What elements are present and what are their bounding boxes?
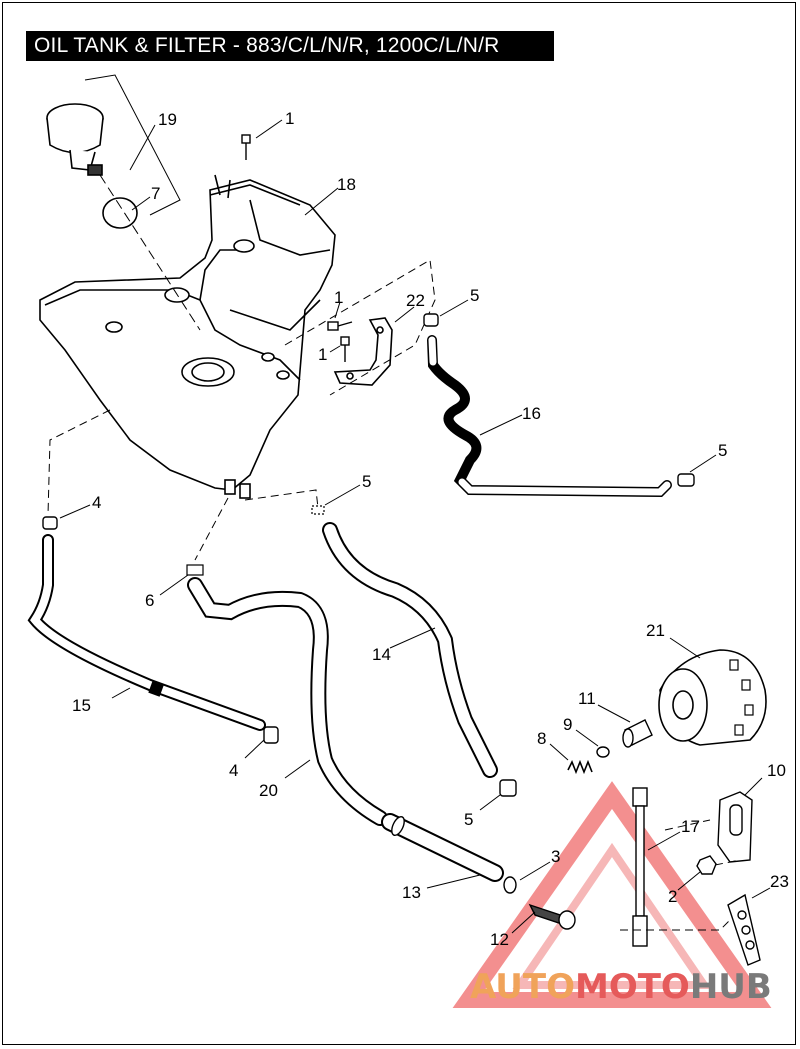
callout-14: 14 [372,645,391,664]
hose-fitting [186,505,325,576]
o-ring [102,197,138,229]
callout-23: 23 [770,872,789,891]
oil-hose-14 [322,522,498,778]
callout-8: 8 [537,729,546,748]
oil-hose-20 [187,577,388,826]
callout-22: 22 [406,291,425,310]
callout-4: 4 [229,761,238,780]
callout-18: 18 [337,175,356,194]
callout-19: 19 [158,110,177,129]
callout-16: 16 [522,404,541,423]
oil-tank [39,174,336,499]
callout-15: 15 [72,696,91,715]
callout-3: 3 [551,847,560,866]
callout-10: 10 [767,761,786,780]
oil-tube-17 [632,787,648,947]
callout-12: 12 [490,930,509,949]
filter-adapter [622,719,653,748]
callout-1: 1 [285,109,294,128]
filler-cap [46,103,104,176]
oil-tube-13 [381,813,504,882]
callout-21: 21 [646,621,665,640]
callout-5: 5 [362,472,371,491]
assembly-dash-lines [47,409,741,931]
hose-clamp [42,313,695,797]
watermark-text-auto: AUTO [470,967,575,1007]
oil-hose-16 [427,335,672,498]
fitting-12 [528,903,576,930]
oil-hose-15 [27,534,266,731]
callout-1: 1 [334,288,343,307]
clip-23 [727,893,761,966]
callout-6: 6 [145,591,154,610]
callout-5: 5 [718,441,727,460]
watermark-text-hub: HUB [690,967,772,1007]
callout-17: 17 [681,817,700,836]
oil-filter [658,649,767,746]
callout-5: 5 [464,810,473,829]
bracket-dash-lines [284,259,436,396]
callout-11: 11 [578,689,596,708]
watermark-wordmark: AUTOMOTOHUB [470,967,772,1007]
callout-1: 1 [318,345,327,364]
leader-lines [59,119,771,934]
nut-2 [696,855,717,875]
callout-13: 13 [402,883,421,902]
watermark-text-moto: MOTO [575,967,690,1007]
page-title: OIL TANK & FILTER - 883/C/L/N/R, 1200C/L… [26,31,554,61]
callout-labels: 19 1 7 18 1 22 5 1 16 5 5 4 6 14 21 15 1… [72,109,789,949]
callout-20: 20 [259,781,278,800]
mounting-bracket [333,317,393,386]
callout-5: 5 [470,286,479,305]
clip-10 [717,791,753,863]
spring [567,759,593,775]
callout-7: 7 [151,184,160,203]
clamp-3 [503,876,517,894]
callout-4: 4 [92,493,101,512]
screw [241,134,353,362]
svg-text:AUTOMOTOHUB: AUTOMOTOHUB [470,967,772,1007]
check-ball [596,746,610,758]
callout-9: 9 [563,715,572,734]
callout-2: 2 [668,887,677,906]
